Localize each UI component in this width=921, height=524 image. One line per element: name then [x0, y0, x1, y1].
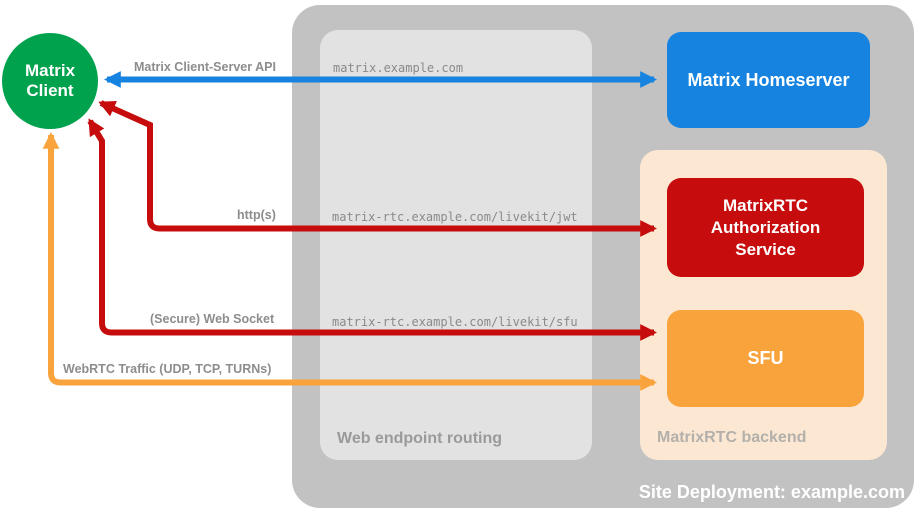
matrix-homeserver-node: Matrix Homeserver: [667, 32, 870, 128]
client-server-api-arrow-label: Matrix Client-Server API: [134, 60, 276, 74]
matrixrtc-backend-label: MatrixRTC backend: [657, 429, 807, 446]
web-endpoint-routing-box: Web endpoint routing: [320, 30, 592, 460]
matrix-homeserver-label: Matrix Homeserver: [687, 69, 850, 90]
http-arrow-label: http(s): [237, 208, 276, 222]
site-deployment-caption: Site Deployment: example.com: [638, 482, 905, 502]
sfu-node: SFU: [667, 310, 864, 407]
endpoint-url-livekit-jwt: matrix-rtc.example.com/livekit/jwt: [332, 210, 578, 224]
webrtc-arrow-label: WebRTC Traffic (UDP, TCP, TURNs): [63, 362, 272, 376]
endpoint-url-livekit-sfu: matrix-rtc.example.com/livekit/sfu: [332, 315, 578, 329]
websocket-arrow-label: (Secure) Web Socket: [150, 312, 275, 326]
matrixrtc-authorization-service-node: MatrixRTC Authorization Service: [667, 178, 864, 277]
matrixrtc-authorization-service-label: MatrixRTC Authorization Service: [710, 195, 821, 259]
web-endpoint-routing-label: Web endpoint routing: [337, 430, 503, 447]
matrix-client-label-line1: Matrix: [24, 61, 76, 80]
endpoint-url-homeserver: matrix.example.com: [333, 61, 464, 75]
sfu-label: SFU: [747, 348, 784, 368]
matrix-client-label-line2: Client: [26, 81, 74, 100]
matrix-client-node: Matrix Client: [2, 33, 98, 129]
